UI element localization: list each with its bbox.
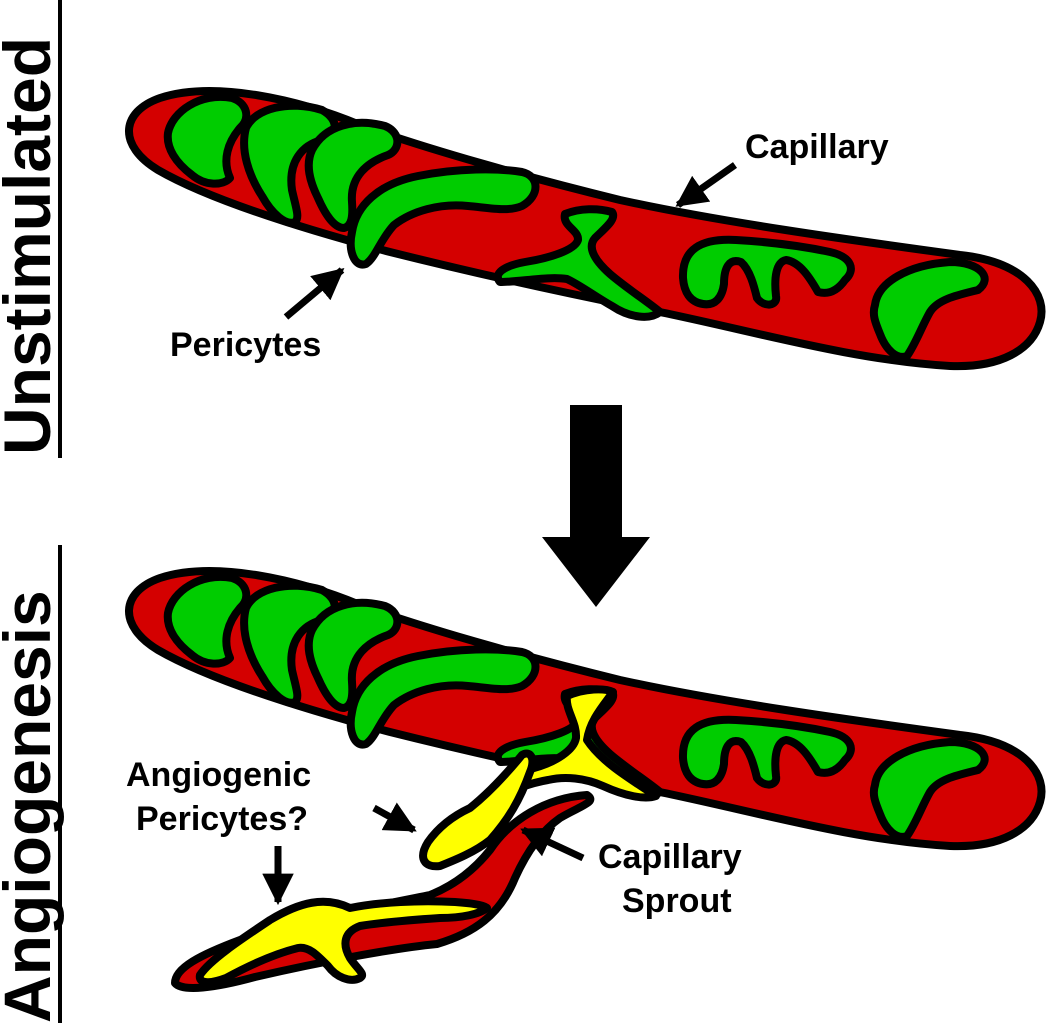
pericyte-cell: [346, 165, 540, 269]
angiogenic-pericyte: [419, 749, 537, 871]
capillary-pointer-arrow: [675, 162, 738, 208]
angiogenic-pericytes-callout-line1: Angiogenic: [126, 756, 311, 794]
capillary-sprout-group: [171, 685, 660, 992]
angiogenic-pericyte: [195, 897, 491, 987]
transition-arrow: [542, 405, 650, 607]
capillary-sprout-callout-line1: Capillary: [598, 838, 742, 876]
green-pericytes: [163, 92, 989, 361]
pericyte-cell: [678, 235, 855, 309]
pericyte-cell: [493, 205, 664, 321]
label-angiogenesis: Angiogenesis: [0, 545, 64, 1023]
pericyte-cell: [240, 101, 339, 227]
pericyte-cell: [869, 258, 989, 361]
pericytes-callout: Pericytes: [170, 326, 321, 364]
angiogenic-pericyte: [504, 685, 660, 802]
yellow-pericytes: [195, 685, 660, 987]
pericyte-cell: [304, 118, 402, 232]
angiogenic-pericytes-callout-line2: Pericytes?: [136, 800, 308, 838]
angiogenesis-label: Angiogenesis: [0, 590, 64, 1023]
capillary-sprout-callout-line2: Sprout: [622, 882, 732, 920]
angiogenic-pericytes-pointer-arrow-1: [372, 802, 417, 834]
pericytes-pointer-arrow: [283, 267, 345, 320]
unstimulated-label: Unstimulated: [0, 37, 64, 455]
pericyte-cell: [163, 92, 251, 188]
callout-arrows: [262, 162, 738, 906]
label-unstimulated: Unstimulated: [0, 0, 64, 458]
capillary-sprout-pointer-arrow: [520, 826, 585, 862]
capillary-callout: Capillary: [745, 128, 889, 166]
